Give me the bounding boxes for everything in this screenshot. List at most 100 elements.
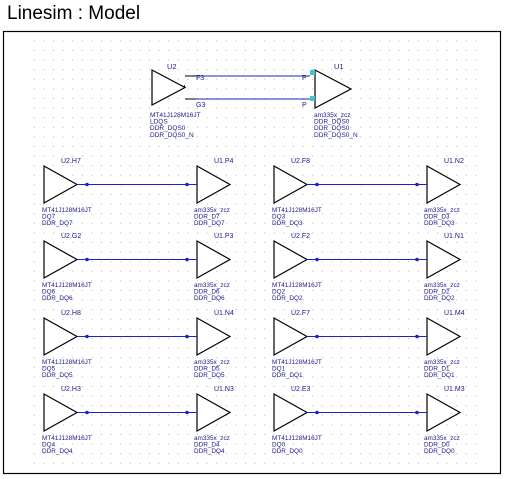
net-junction-dot [185,410,189,415]
diff-receiver-label: DDR_DQS0 [314,119,350,126]
receiver-label: DDR_D4 [194,441,220,448]
receiver-label: am335x_zcz [194,435,230,442]
grid-area [28,40,478,468]
receiver-ref-label: U1.N2 [444,158,464,165]
driver-label: DDR_DQ2 [272,295,303,302]
net-junction-dot [85,182,89,187]
driver-ref-label: U2.G2 [61,233,81,240]
driver-symbol [273,239,309,280]
driver-label: DDR_DQ1 [272,372,303,379]
driver-label: MT41J128M16JT [42,207,92,214]
receiver-label: DDR_DQ6 [194,295,225,302]
page-title: Linesim : Model [7,3,141,24]
receiver-ref-label: U1.M4 [444,310,465,317]
net-junction-dot [315,410,319,415]
receiver-label: DDR_DQ5 [194,372,225,379]
diff-driver-pin-label: G3 [196,102,205,109]
net-junction-dot [85,257,89,262]
driver-symbol [43,392,79,433]
driver-ref-label: U2.H7 [61,158,81,165]
receiver-ref-label: U1.N4 [214,310,234,317]
diff-driver-pin-label: F3 [196,75,204,82]
driver-ref-label: U2.E3 [291,386,311,393]
diff-receiver-label: am335x_zcz [314,112,351,119]
driver-ref-label: U2.H8 [61,310,81,317]
net-junction-dot [185,257,189,262]
net-junction-dot [315,257,319,262]
receiver-label: am335x_zcz [194,359,230,366]
driver-label: DQ5 [42,365,56,372]
driver-label: MT41J128M16JT [272,282,322,289]
diff-receiver-pin-label: P [302,102,307,109]
receiver-label: DDR_D7 [194,213,220,220]
diff-driver-label: DDR_DQS0_N [150,132,194,139]
receiver-ref-label: U1.P3 [214,233,234,240]
driver-label: DQ0 [272,441,286,448]
net-junction-dot [415,410,419,415]
driver-label: DDR_DQ6 [42,295,73,302]
receiver-label: DDR_DQ2 [424,295,455,302]
driver-label: DQ3 [272,213,286,220]
diff-receiver-pin-highlight-bottom [310,96,315,101]
diff-receiver-label: DDR_DQS0_N [314,132,358,139]
net-junction-dot [415,257,419,262]
driver-label: DQ2 [272,288,286,295]
receiver-label: DDR_D1 [424,365,450,372]
driver-label: DQ6 [42,288,56,295]
receiver-label: DDR_D5 [194,365,220,372]
driver-label: DDR_DQ0 [272,448,303,455]
receiver-label: DDR_DQ3 [424,220,455,227]
receiver-ref-label: U1.N1 [444,233,464,240]
receiver-label: DDR_DQ4 [194,448,225,455]
net-junction-dot [85,334,89,339]
net-junction-dot [185,334,189,339]
receiver-label: DDR_D3 [424,213,450,220]
receiver-label: DDR_DQ0 [424,448,455,455]
driver-label: DDR_DQ4 [42,448,73,455]
diff-receiver-pin-highlight-top [310,70,315,75]
diff-receiver-ref: U1 [334,62,344,71]
driver-label: MT41J128M16JT [272,359,322,366]
diff-driver-label: DDR_DQS0 [150,125,186,132]
driver-symbol [273,392,309,433]
driver-label: MT41J128M16JT [272,435,322,442]
receiver-ref-label: U1.P4 [214,158,234,165]
driver-label: MT41J128M16JT [42,359,92,366]
receiver-label: am335x_zcz [424,435,460,442]
receiver-label: DDR_D6 [194,288,220,295]
driver-label: DDR_DQ5 [42,372,73,379]
driver-symbol [43,316,79,357]
net-junction-dot [85,410,89,415]
receiver-label: am335x_zcz [424,207,460,214]
driver-symbol [273,164,309,205]
driver-label: MT41J128M16JT [272,207,322,214]
net-junction-dot [415,334,419,339]
receiver-ref-label: U1.N3 [214,386,234,393]
diff-driver-label: MT41J128M16JT [150,112,201,119]
receiver-label: DDR_DQ1 [424,372,455,379]
diff-receiver-pin-label: P [302,75,307,82]
receiver-label: am335x_zcz [424,282,460,289]
driver-symbol [273,316,309,357]
driver-label: MT41J128M16JT [42,282,92,289]
driver-symbol [43,239,79,280]
receiver-ref-label: U1.M3 [444,386,465,393]
net-junction-dot [315,334,319,339]
driver-label: DDR_DQ3 [272,220,303,227]
diff-receiver-symbol [314,69,353,109]
driver-label: DQ4 [42,441,56,448]
receiver-label: DDR_D0 [424,441,450,448]
diff-driver-symbol [151,69,187,106]
receiver-label: am335x_zcz [194,207,230,214]
net-junction-dot [415,182,419,187]
net-junction-dot [185,182,189,187]
driver-label: DDR_DQ7 [42,220,73,227]
driver-label: DQ7 [42,213,56,220]
receiver-label: DDR_D2 [424,288,450,295]
receiver-label: am335x_zcz [424,359,460,366]
diff-driver-label: LDQS [150,119,168,126]
driver-ref-label: U2.F7 [291,310,310,317]
driver-ref-label: U2.F2 [291,233,310,240]
